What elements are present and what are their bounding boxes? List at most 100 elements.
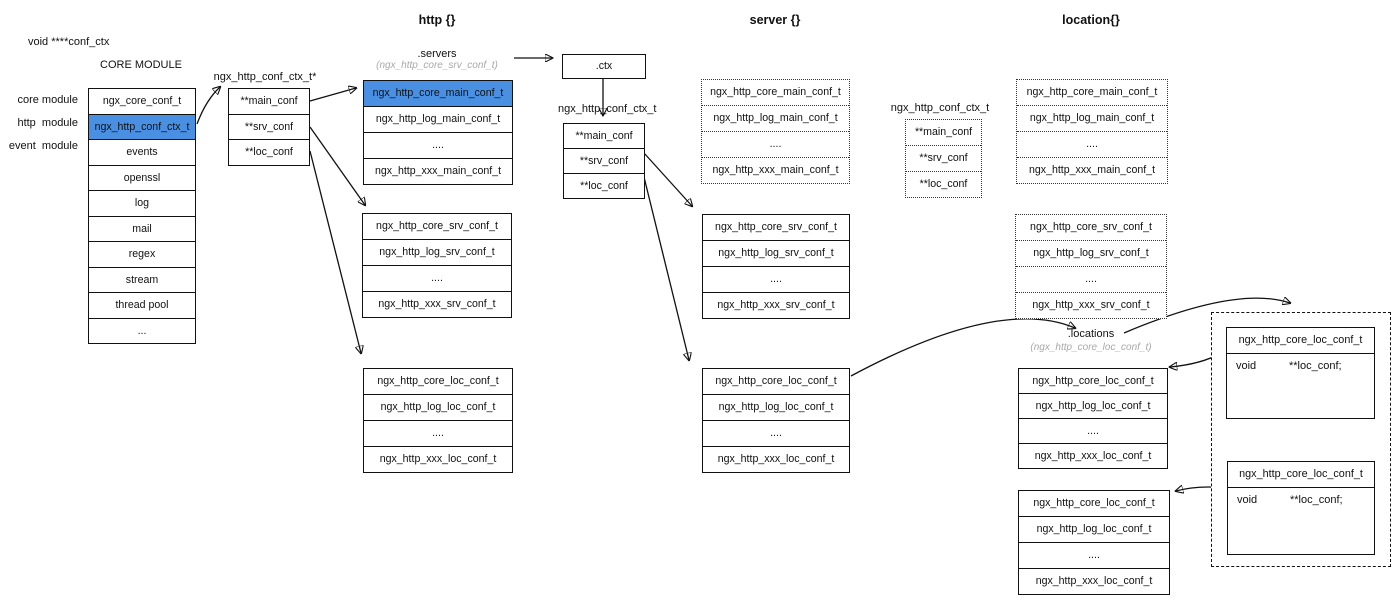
loc-conf-struct-box-2: ngx_http_core_loc_conf_t void **loc_conf… [1227, 461, 1375, 555]
arrow-locconf-to-server-loc [643, 176, 689, 360]
locations-field-label: .locations [1067, 328, 1115, 340]
server-loc-conf-table: ngx_http_core_loc_conf_t ngx_http_log_lo… [702, 368, 850, 473]
table-row: .... [703, 266, 849, 292]
table-row: ngx_http_core_loc_conf_t [364, 369, 512, 394]
table-row: events [89, 139, 195, 165]
table-row: .... [1019, 542, 1169, 568]
ctx-field-box: .ctx [562, 54, 646, 79]
table-row: .... [364, 132, 512, 158]
location-section-heading: location{} [1062, 13, 1120, 27]
table-row: ngx_http_xxx_main_conf_t [702, 157, 849, 183]
table-row: .... [1016, 266, 1166, 292]
table-row: ngx_http_xxx_srv_conf_t [363, 291, 511, 317]
location-srv-conf-table: ngx_http_core_srv_conf_t ngx_http_log_sr… [1015, 214, 1167, 319]
table-row: ngx_http_xxx_loc_conf_t [703, 446, 849, 472]
table-row: log [89, 190, 195, 216]
table-row: ngx_http_xxx_srv_conf_t [1016, 292, 1166, 318]
conf-ctx-note: void ****conf_ctx [28, 36, 110, 48]
table-row: **loc_conf [564, 173, 644, 198]
table-row: ngx_http_core_main_conf_t [702, 80, 849, 105]
table-row: stream [89, 266, 195, 292]
core-module-table: ngx_core_conf_t ngx_http_conf_ctx_t even… [88, 88, 196, 344]
http-ctx-table: **main_conf **srv_conf **loc_conf [563, 123, 645, 199]
struct-title: ngx_http_core_loc_conf_t [1227, 328, 1374, 354]
http-loc-conf-table: ngx_http_core_loc_conf_t ngx_http_log_lo… [363, 368, 513, 473]
table-row: .... [363, 265, 511, 291]
table-row: ngx_http_log_loc_conf_t [703, 394, 849, 420]
table-row: ngx_http_log_main_conf_t [364, 106, 512, 132]
http-section-heading: http {} [418, 13, 456, 27]
table-row: ngx_http_xxx_srv_conf_t [703, 292, 849, 318]
server-ctx-table-label: ngx_http_conf_ctx_t [890, 102, 990, 114]
table-row: **loc_conf [906, 171, 981, 197]
table-row: regex [89, 241, 195, 267]
location-loc-conf-table-1: ngx_http_core_loc_conf_t ngx_http_log_lo… [1018, 368, 1168, 469]
table-row: .... [702, 131, 849, 157]
ctx-ptr-table: **main_conf **srv_conf **loc_conf [228, 88, 310, 166]
struct-field-name: **loc_conf; [1289, 360, 1342, 372]
table-row: ngx_http_xxx_loc_conf_t [364, 446, 512, 472]
loc-conf-struct-box-1: ngx_http_core_loc_conf_t void **loc_conf… [1226, 327, 1375, 419]
locations-type-label: (ngx_http_core_loc_conf_t) [1030, 342, 1152, 353]
table-row: **srv_conf [229, 113, 309, 139]
table-row: thread pool [89, 292, 195, 318]
table-row: ngx_core_conf_t [89, 89, 195, 114]
table-row: ngx_http_core_loc_conf_t [1019, 491, 1169, 516]
arrow-srvconf-to-http-srv [309, 126, 365, 205]
table-row: ngx_http_core_srv_conf_t [1016, 215, 1166, 240]
server-srv-conf-table: ngx_http_core_srv_conf_t ngx_http_log_sr… [702, 214, 850, 319]
table-row: openssl [89, 164, 195, 190]
table-row: **main_conf [229, 89, 309, 114]
arrow-confctx-to-ctxptr [196, 87, 220, 125]
table-row: ngx_http_core_loc_conf_t [1019, 369, 1167, 393]
table-row-highlighted: ngx_http_conf_ctx_t [89, 113, 195, 139]
struct-field-type: void [1237, 494, 1258, 506]
table-row: ngx_http_log_srv_conf_t [703, 240, 849, 266]
table-row: **main_conf [906, 120, 981, 145]
http-main-conf-table: ngx_http_core_main_conf_t ngx_http_log_m… [363, 80, 513, 185]
server-main-conf-table: ngx_http_core_main_conf_t ngx_http_log_m… [701, 79, 850, 184]
location-loc-conf-table-2: ngx_http_core_loc_conf_t ngx_http_log_lo… [1018, 490, 1170, 595]
table-row: ngx_http_log_srv_conf_t [363, 239, 511, 265]
table-row: ngx_http_xxx_main_conf_t [1017, 157, 1167, 183]
table-row: .... [364, 420, 512, 446]
side-label-event-module: event module [8, 140, 78, 152]
arrow-srvconf-to-server-srv [643, 152, 692, 206]
servers-type-label: (ngx_http_core_srv_conf_t) [376, 60, 498, 71]
ctx-ptr-label: ngx_http_conf_ctx_t* [213, 71, 317, 83]
table-row: ngx_http_log_loc_conf_t [364, 394, 512, 420]
arrow-locconf-to-http-loc [309, 150, 361, 353]
table-row: ngx_http_log_loc_conf_t [1019, 393, 1167, 418]
table-row: ngx_http_xxx_main_conf_t [364, 158, 512, 184]
table-row: **main_conf [564, 124, 644, 148]
location-main-conf-table: ngx_http_core_main_conf_t ngx_http_log_m… [1016, 79, 1168, 184]
table-row: ngx_http_log_srv_conf_t [1016, 240, 1166, 266]
table-row: ngx_http_core_srv_conf_t [703, 215, 849, 240]
struct-field-type: void [1236, 360, 1257, 372]
side-label-http-module: http module [17, 117, 78, 129]
server-section-heading: server {} [749, 13, 801, 27]
table-row: ... [89, 317, 195, 343]
arrow-mainconf-to-http-main [309, 88, 356, 102]
server-ctx-table: **main_conf **srv_conf **loc_conf [905, 119, 982, 198]
table-row-highlighted: ngx_http_core_main_conf_t [364, 81, 512, 106]
http-ctx-table-label: ngx_http_conf_ctx_t [558, 103, 657, 115]
struct-title: ngx_http_core_loc_conf_t [1228, 462, 1374, 488]
servers-field-label: .servers [417, 48, 457, 60]
table-row: mail [89, 215, 195, 241]
table-row: ngx_http_xxx_loc_conf_t [1019, 443, 1167, 468]
table-row: .... [703, 420, 849, 446]
table-row: **loc_conf [229, 139, 309, 165]
table-row: .... [1017, 131, 1167, 157]
table-row: ngx_http_core_srv_conf_t [363, 214, 511, 239]
core-module-title: CORE MODULE [100, 59, 182, 71]
table-row: ngx_http_log_main_conf_t [702, 105, 849, 131]
struct-field-name: **loc_conf; [1290, 494, 1343, 506]
table-row: ngx_http_core_main_conf_t [1017, 80, 1167, 105]
http-srv-conf-table: ngx_http_core_srv_conf_t ngx_http_log_sr… [362, 213, 512, 318]
side-label-core-module: core module [17, 94, 78, 106]
table-row: ngx_http_log_loc_conf_t [1019, 516, 1169, 542]
table-row: **srv_conf [906, 145, 981, 171]
